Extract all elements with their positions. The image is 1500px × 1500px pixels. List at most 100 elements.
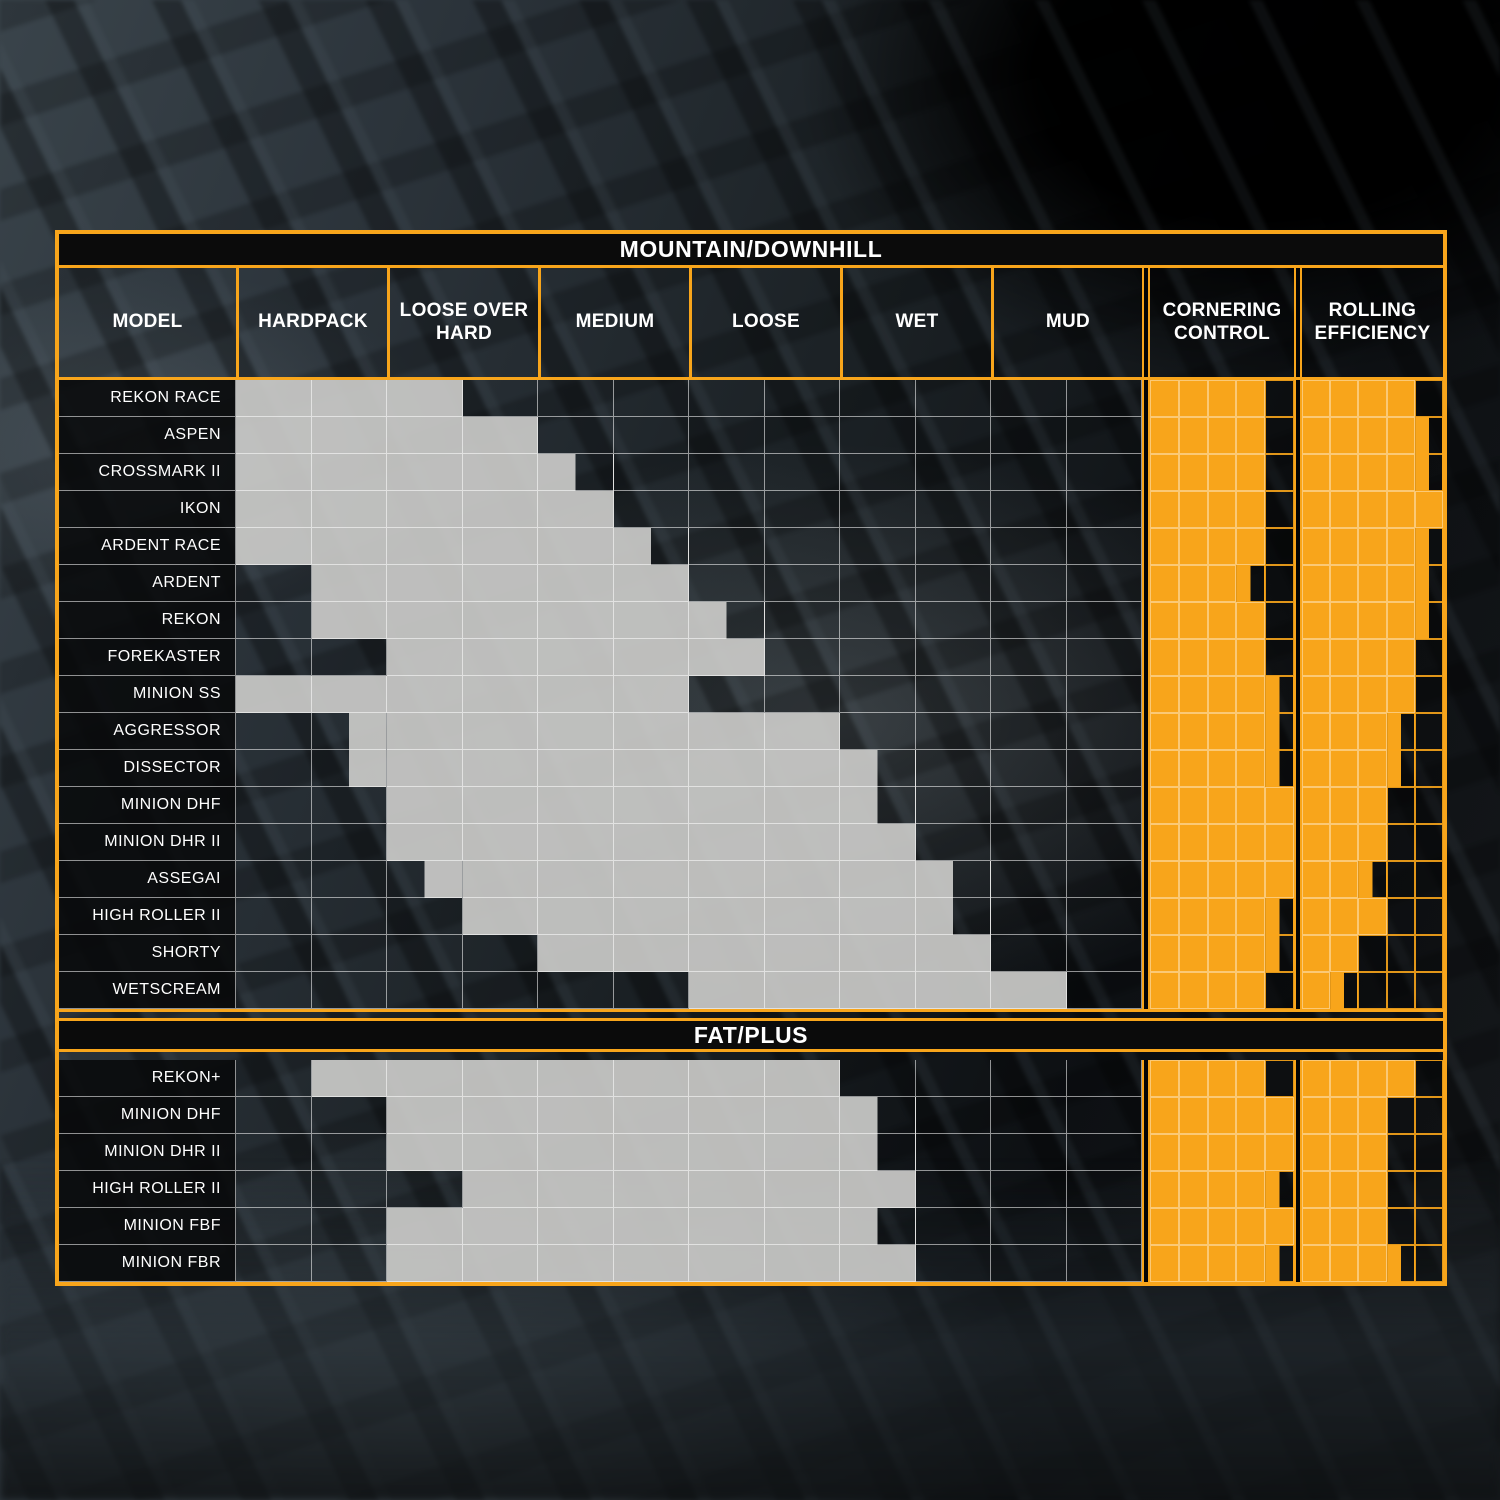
terrain-cell xyxy=(311,824,387,861)
terrain-cell xyxy=(915,1134,991,1171)
terrain-cell xyxy=(236,1134,312,1171)
terrain-cell xyxy=(689,1208,765,1245)
terrain-cell xyxy=(915,1245,991,1282)
column-header-hardpack: HARDPACK xyxy=(236,268,387,377)
cornering-control-cell xyxy=(1207,750,1237,787)
cornering-control-cell xyxy=(1207,676,1237,713)
terrain-cell xyxy=(462,824,538,861)
column-divider xyxy=(1142,750,1150,787)
terrain-cell xyxy=(538,454,614,491)
rolling-efficiency-cell xyxy=(1386,972,1415,1009)
terrain-cell xyxy=(991,1097,1067,1134)
cornering-control-cell xyxy=(1236,454,1266,491)
terrain-cell xyxy=(1066,454,1142,491)
cornering-control-cell xyxy=(1150,639,1179,676)
terrain-cell xyxy=(538,639,614,676)
column-divider xyxy=(1293,713,1302,750)
terrain-cell xyxy=(915,1097,991,1134)
rolling-efficiency-cell xyxy=(1301,639,1331,676)
section-title: FAT/PLUS xyxy=(693,1021,809,1048)
cornering-control-cell xyxy=(1207,491,1237,528)
terrain-cell xyxy=(991,1060,1067,1097)
cornering-control-cell xyxy=(1236,639,1266,676)
cornering-control-cell xyxy=(1178,1097,1208,1134)
terrain-cell xyxy=(915,565,991,602)
cornering-control-cell xyxy=(1178,380,1208,417)
column-divider xyxy=(1293,565,1302,602)
terrain-cell xyxy=(236,565,312,602)
terrain-cell xyxy=(311,417,387,454)
terrain-cell xyxy=(915,824,991,861)
terrain-cell xyxy=(689,1097,765,1134)
cornering-control-cell xyxy=(1265,1134,1294,1171)
model-label: MINION FBF xyxy=(59,1208,236,1245)
terrain-cell xyxy=(764,750,840,787)
terrain-cell xyxy=(689,491,765,528)
rolling-efficiency-cell xyxy=(1386,528,1415,565)
terrain-cell xyxy=(387,1208,463,1245)
rolling-efficiency-cell xyxy=(1386,1134,1415,1171)
column-divider xyxy=(1142,713,1150,750)
rolling-efficiency-cell xyxy=(1358,491,1387,528)
rolling-efficiency-cell xyxy=(1301,1134,1331,1171)
terrain-cell xyxy=(311,935,387,972)
cornering-control-cell xyxy=(1265,528,1294,565)
terrain-cell xyxy=(689,787,765,824)
terrain-cell xyxy=(915,713,991,750)
cornering-control-cell xyxy=(1236,1208,1266,1245)
terrain-cell xyxy=(311,713,387,750)
terrain-cell xyxy=(462,898,538,935)
column-divider xyxy=(1142,602,1150,639)
cornering-control-cell xyxy=(1207,1171,1237,1208)
terrain-cell xyxy=(1066,750,1142,787)
column-divider xyxy=(1293,380,1302,417)
model-label: REKON RACE xyxy=(59,380,236,417)
column-divider xyxy=(1293,898,1302,935)
column-divider xyxy=(1142,861,1150,898)
cornering-control-cell xyxy=(1207,639,1237,676)
rolling-efficiency-cell xyxy=(1358,861,1387,898)
cornering-control-cell xyxy=(1236,380,1266,417)
terrain-cell xyxy=(311,602,387,639)
terrain-cell xyxy=(1066,639,1142,676)
cornering-control-cell xyxy=(1236,861,1266,898)
cornering-control-cell xyxy=(1150,676,1179,713)
rolling-efficiency-cell xyxy=(1358,898,1387,935)
rolling-efficiency-cell xyxy=(1330,491,1359,528)
terrain-cell xyxy=(1066,528,1142,565)
cornering-control-cell xyxy=(1150,1060,1179,1097)
cornering-control-cell xyxy=(1150,528,1179,565)
terrain-cell xyxy=(236,1171,312,1208)
terrain-cell xyxy=(840,676,916,713)
rolling-efficiency-cell xyxy=(1386,750,1415,787)
cornering-control-cell xyxy=(1236,565,1266,602)
cornering-control-cell xyxy=(1265,824,1294,861)
rolling-efficiency-cell xyxy=(1414,491,1443,528)
rolling-efficiency-cell xyxy=(1414,417,1443,454)
terrain-cell xyxy=(613,972,689,1009)
cornering-control-cell xyxy=(1265,861,1294,898)
terrain-cell xyxy=(689,1134,765,1171)
cornering-control-cell xyxy=(1265,750,1294,787)
cornering-control-cell xyxy=(1150,898,1179,935)
model-label: ARDENT RACE xyxy=(59,528,236,565)
rolling-efficiency-cell xyxy=(1330,676,1359,713)
cornering-control-cell xyxy=(1150,861,1179,898)
terrain-cell xyxy=(840,417,916,454)
terrain-cell xyxy=(991,1245,1067,1282)
cornering-control-cell xyxy=(1207,861,1237,898)
terrain-cell xyxy=(915,528,991,565)
terrain-cell xyxy=(387,787,463,824)
terrain-cell xyxy=(915,972,991,1009)
cornering-control-cell xyxy=(1207,972,1237,1009)
column-divider xyxy=(1293,824,1302,861)
rolling-efficiency-cell xyxy=(1358,528,1387,565)
column-divider xyxy=(1293,454,1302,491)
terrain-cell xyxy=(764,861,840,898)
terrain-cell xyxy=(311,1171,387,1208)
rolling-efficiency-cell xyxy=(1414,972,1443,1009)
terrain-cell xyxy=(764,1097,840,1134)
rolling-efficiency-cell xyxy=(1301,1208,1331,1245)
cornering-control-cell xyxy=(1178,491,1208,528)
